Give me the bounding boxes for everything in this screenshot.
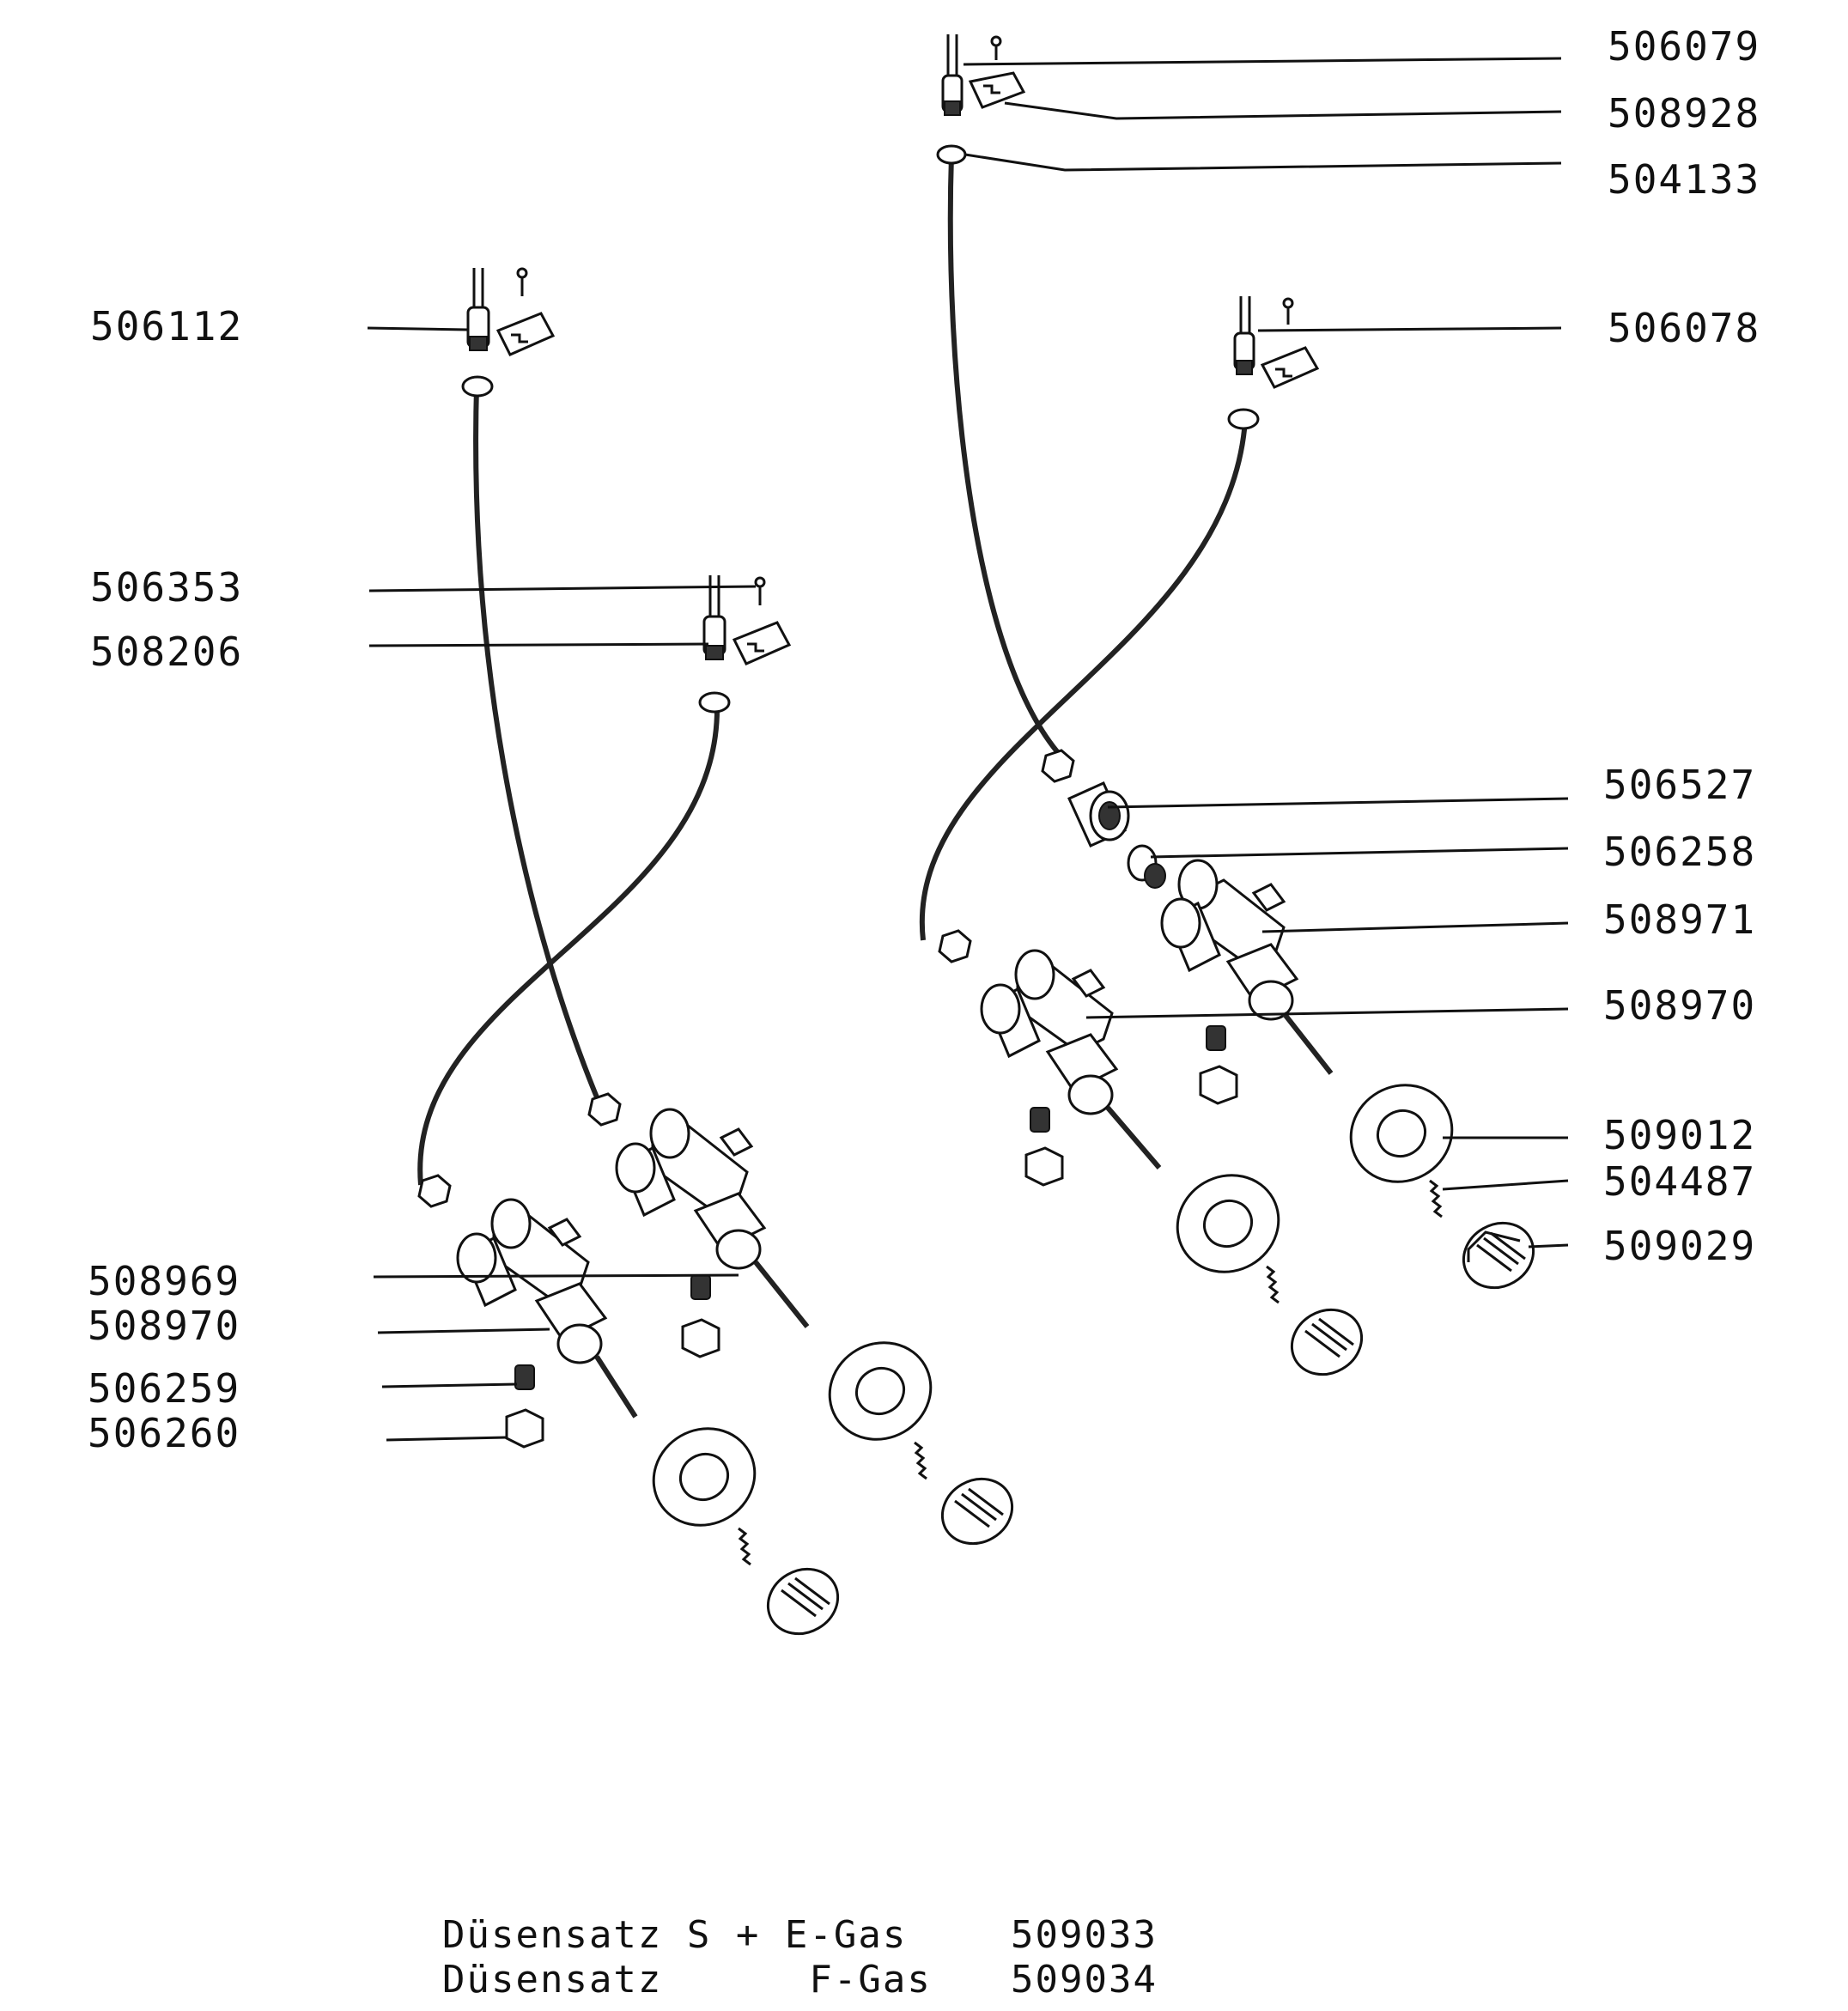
footer-row2-name: Düsensatz F-Gas [442,1958,932,2002]
probe-assembly-506353 [698,575,792,714]
gas-valve-right-lower [980,949,1162,1170]
footer-row2-number: 509034 [1011,1958,1158,2002]
escutcheon-ring-l2 [652,1427,757,1527]
left-small-parts [505,1274,720,1449]
knob-l1 [940,1477,1014,1546]
footer-row1-name: Düsensatz S + E-Gas [442,1913,907,1957]
part-labels: 506079 508928 504133 506078 506112 50635… [88,23,1760,1456]
label-508969: 508969 [88,1258,240,1304]
label-508970-left: 508970 [88,1303,240,1349]
gas-valve-left-upper [615,1108,810,1328]
footer-row1-number: 509033 [1011,1913,1158,1957]
springs [738,1179,1443,1566]
valve-506258-insert [1127,844,1166,889]
knob-l2 [766,1567,840,1636]
valve-506527-coupling [1067,781,1130,848]
label-506260: 506260 [88,1410,240,1456]
label-508970-right: 508970 [1603,982,1756,1029]
nozzle-set-footer: Düsensatz S + E-Gas 509033 Düsensatz F-G… [442,1913,1158,2002]
probe-assembly-506079 [936,34,1026,165]
pipe-end-nuts [417,749,1075,1208]
label-504487: 504487 [1603,1158,1756,1205]
right-small-parts [1024,1025,1238,1187]
label-506259: 506259 [88,1365,240,1412]
label-508206: 508206 [90,629,243,675]
thermocouple-pipes [417,154,1248,1186]
leader-lines [367,57,1569,1442]
label-506258: 506258 [1603,829,1756,875]
escutcheon-ring-l1 [828,1341,933,1441]
label-506353: 506353 [90,564,243,611]
label-508971: 508971 [1603,896,1756,943]
escutcheon-ring-r2 [1176,1174,1280,1273]
label-509029: 509029 [1603,1223,1756,1269]
gas-valve-left-lower [456,1198,638,1419]
label-504133: 504133 [1608,156,1760,203]
label-506527: 506527 [1603,762,1756,808]
label-508928: 508928 [1608,90,1760,137]
probe-assembly-506112 [461,267,556,398]
knob-r2 [1290,1308,1364,1376]
label-509012: 509012 [1603,1112,1756,1158]
escutcheon-ring-r1 [1349,1084,1454,1183]
label-506112: 506112 [90,303,243,349]
control-knobs [766,1221,1535,1636]
knob-r1 [1462,1221,1535,1290]
gas-valve-right-upper [1160,859,1334,1075]
label-506079: 506079 [1608,23,1760,70]
escutcheon-rings [652,1084,1454,1527]
probe-assembly-506078 [1227,296,1320,430]
label-506078: 506078 [1608,305,1760,351]
